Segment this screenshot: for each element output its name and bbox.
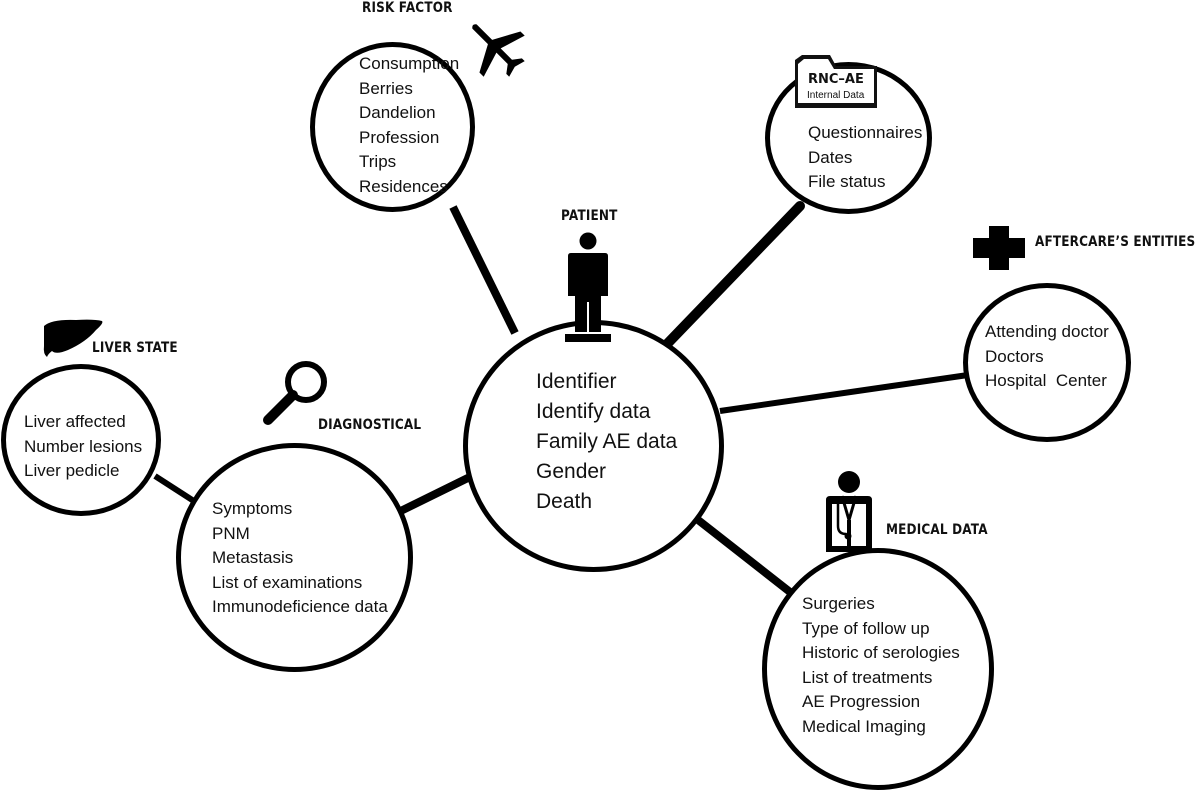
risk-factor-list: Consumption Berries Dandelion Profession… [359, 52, 459, 200]
folder-icon [795, 55, 877, 108]
list-item: Medical Imaging [802, 716, 926, 736]
list-item: Identify data [536, 400, 651, 423]
list-item: Liver affected [24, 412, 126, 431]
list-item: Residences [359, 176, 448, 196]
liver-icon [43, 319, 103, 357]
doctor-icon [826, 471, 872, 552]
list-item: Dates [808, 147, 853, 167]
magnifier-icon [263, 361, 327, 425]
connector-medical-data [690, 512, 793, 596]
medical-data-heading: MEDICAL DATA [886, 522, 988, 538]
medical-data-list: Surgeries Type of follow up Historic of … [802, 592, 960, 740]
liver-state-heading: LIVER STATE [92, 340, 178, 356]
list-item: Liver pedicle [24, 461, 120, 481]
list-item: Attending doctor [985, 322, 1109, 341]
list-item: Number lesions [24, 436, 143, 456]
patient-list: Identifier Identify data Family AE data … [536, 367, 677, 517]
list-item: Consumption [359, 54, 460, 73]
aftercare-heading: AFTERCARE’S ENTITIES [1035, 234, 1196, 250]
risk-factor-heading: RISK FACTOR [362, 0, 453, 16]
list-item: List of treatments [802, 667, 933, 687]
list-item: Hospital Center [985, 371, 1107, 391]
list-item: Immunodeficience data [212, 597, 388, 617]
diagnostical-heading: DIAGNOSTICAL [318, 417, 422, 433]
list-item: List of examinations [212, 572, 363, 592]
list-item: AE Progression [802, 692, 921, 712]
list-item: PNM [212, 523, 250, 543]
rnc-ae-list: Questionnaires Dates File status [808, 121, 922, 195]
airplane-icon [472, 24, 525, 77]
list-item: Identifier [536, 370, 617, 393]
person-icon [565, 232, 611, 342]
aftercare-circle [963, 283, 1131, 442]
list-item: Historic of serologies [802, 643, 960, 663]
diagnostical-circle [176, 443, 413, 672]
cross-icon [973, 226, 1025, 270]
list-item: Metastasis [212, 548, 294, 568]
risk-factor-circle [310, 42, 475, 212]
connector-risk-factor [449, 205, 519, 335]
list-item: Berries [359, 78, 413, 98]
diagnostical-list: Symptoms PNM Metastasis List of examinat… [212, 497, 388, 620]
list-item: Doctors [985, 346, 1044, 366]
list-item: Symptoms [212, 499, 293, 518]
list-item: Profession [359, 127, 440, 147]
liver-state-list: Liver affected Number lesions Liver pedi… [24, 410, 142, 484]
list-item: Trips [359, 152, 397, 172]
list-item: Surgeries [802, 594, 875, 613]
list-item: Death [536, 490, 593, 513]
medical-data-circle [762, 548, 994, 790]
liver-state-circle [1, 364, 161, 516]
list-item: File status [808, 172, 886, 192]
list-item: Questionnaires [808, 123, 923, 142]
patient-heading: PATIENT [561, 208, 618, 224]
list-item: Dandelion [359, 103, 436, 123]
aftercare-list: Attending doctor Doctors Hospital Center [985, 320, 1109, 394]
rnc-ae-folder-title: RNC–AE [808, 72, 864, 87]
list-item: Type of follow up [802, 618, 930, 638]
list-item: Gender [536, 460, 607, 483]
connector-aftercare [719, 372, 969, 414]
list-item: Family AE data [536, 430, 678, 453]
rnc-ae-folder-subtitle: Internal Data [807, 90, 865, 101]
